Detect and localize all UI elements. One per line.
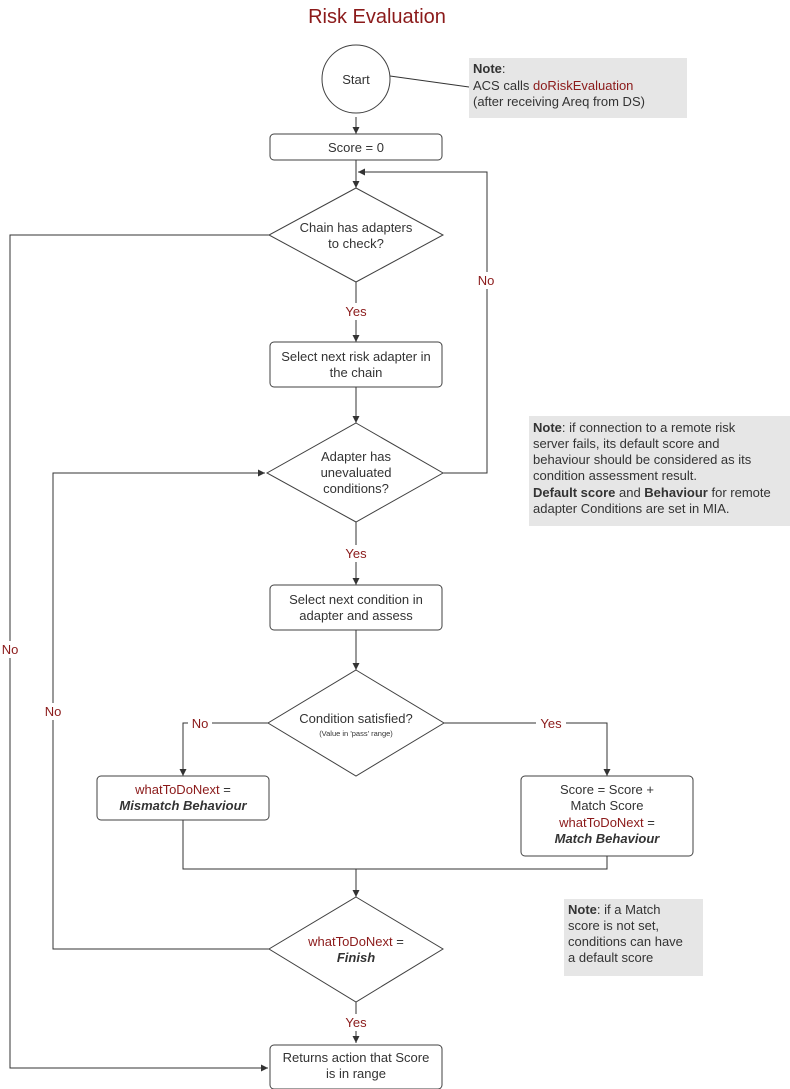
finish-check-value: Finish — [337, 950, 375, 965]
note-acs-calls: Note: ACS calls doRiskEvaluation (after … — [469, 58, 687, 118]
match-node: Score = Score + Match Score whatToDoNext… — [520, 775, 694, 857]
returns-line1: Returns action that Score — [283, 1050, 430, 1065]
chain-check-line1: Chain has adapters — [300, 220, 413, 235]
label-condition-yes: Yes — [540, 716, 562, 731]
note3-line4: a default score — [568, 950, 653, 965]
edge-labels: Yes No Yes No Yes No No Yes — [0, 272, 566, 1031]
note2-line5: Default score and Behaviour for remote — [533, 485, 771, 500]
label-adapter-yes: Yes — [345, 546, 367, 561]
edge-mismatch-merge — [182, 820, 608, 870]
condition-check-decision: Condition satisfied? (Value in 'pass' ra… — [267, 669, 445, 777]
start-node: Start — [321, 44, 391, 114]
match-line3: whatToDoNext = — [558, 815, 655, 830]
note-match-score: Note: if a Match score is not set, condi… — [564, 899, 703, 976]
note1-line3: (after receiving Areq from DS) — [473, 94, 645, 109]
mismatch-value: Mismatch Behaviour — [119, 798, 247, 813]
edge-finish-no-loop — [52, 469, 269, 950]
adapter-check-decision: Adapter has unevaluated conditions? — [265, 422, 445, 523]
label-chain-no: No — [2, 642, 19, 657]
note2-line2: server fails, its default score and — [533, 436, 719, 451]
select-condition-node: Select next condition in adapter and ass… — [269, 584, 443, 631]
note3-line1: Note: if a Match — [568, 902, 660, 917]
note3-line3: conditions can have — [568, 934, 683, 949]
finish-check-line1: whatToDoNext = — [307, 934, 404, 949]
edge-condition-yes — [444, 722, 611, 776]
note1-pointer — [389, 75, 470, 88]
label-chain-yes: Yes — [345, 304, 367, 319]
note1-line1: Note: — [473, 61, 506, 76]
condition-check-label: Condition satisfied? — [299, 711, 412, 726]
select-adapter-line2: the chain — [330, 365, 383, 380]
note2-line3: behaviour should be considered as its — [533, 452, 752, 467]
adapter-check-line1: Adapter has — [321, 449, 392, 464]
label-finish-no: No — [45, 704, 62, 719]
select-condition-line2: adapter and assess — [299, 608, 413, 623]
condition-check-sublabel: (Value in 'pass' range) — [319, 729, 393, 738]
note3-line2: score is not set, — [568, 918, 659, 933]
edge-adapter-no-loop — [358, 168, 488, 474]
finish-check-decision: whatToDoNext = Finish — [268, 896, 444, 1003]
score-init-node: Score = 0 — [269, 133, 443, 161]
edge-condition-no — [179, 722, 268, 776]
chain-check-line2: to check? — [328, 236, 384, 251]
note2-line1: Note: if connection to a remote risk — [533, 420, 736, 435]
chain-check-decision: Chain has adapters to check? — [267, 187, 445, 283]
adapter-check-line3: conditions? — [323, 481, 389, 496]
start-label: Start — [342, 72, 370, 87]
label-condition-no: No — [192, 716, 209, 731]
note-remote-risk: Note: if connection to a remote risk ser… — [529, 416, 790, 526]
match-line2: Match Score — [571, 798, 644, 813]
diagram-title: Risk Evaluation — [308, 6, 446, 28]
edge-chain-no — [9, 234, 269, 1072]
mismatch-node: whatToDoNext = Mismatch Behaviour — [96, 775, 270, 821]
returns-line2: is in range — [326, 1066, 386, 1081]
returns-node: Returns action that Score is in range — [269, 1044, 443, 1089]
select-adapter-node: Select next risk adapter in the chain — [269, 341, 443, 388]
select-condition-line1: Select next condition in — [289, 592, 423, 607]
select-adapter-line1: Select next risk adapter in — [281, 349, 431, 364]
mismatch-line1: whatToDoNext = — [134, 782, 231, 797]
label-finish-yes: Yes — [345, 1015, 367, 1030]
match-line1: Score = Score + — [560, 782, 654, 797]
note2-line6: adapter Conditions are set in MIA. — [533, 501, 730, 516]
match-value: Match Behaviour — [555, 831, 661, 846]
note2-line4: condition assessment result. — [533, 468, 697, 483]
label-adapter-no: No — [478, 273, 495, 288]
note1-line2: ACS calls doRiskEvaluation — [473, 78, 633, 93]
adapter-check-line2: unevaluated — [321, 465, 392, 480]
score-init-label: Score = 0 — [328, 140, 384, 155]
